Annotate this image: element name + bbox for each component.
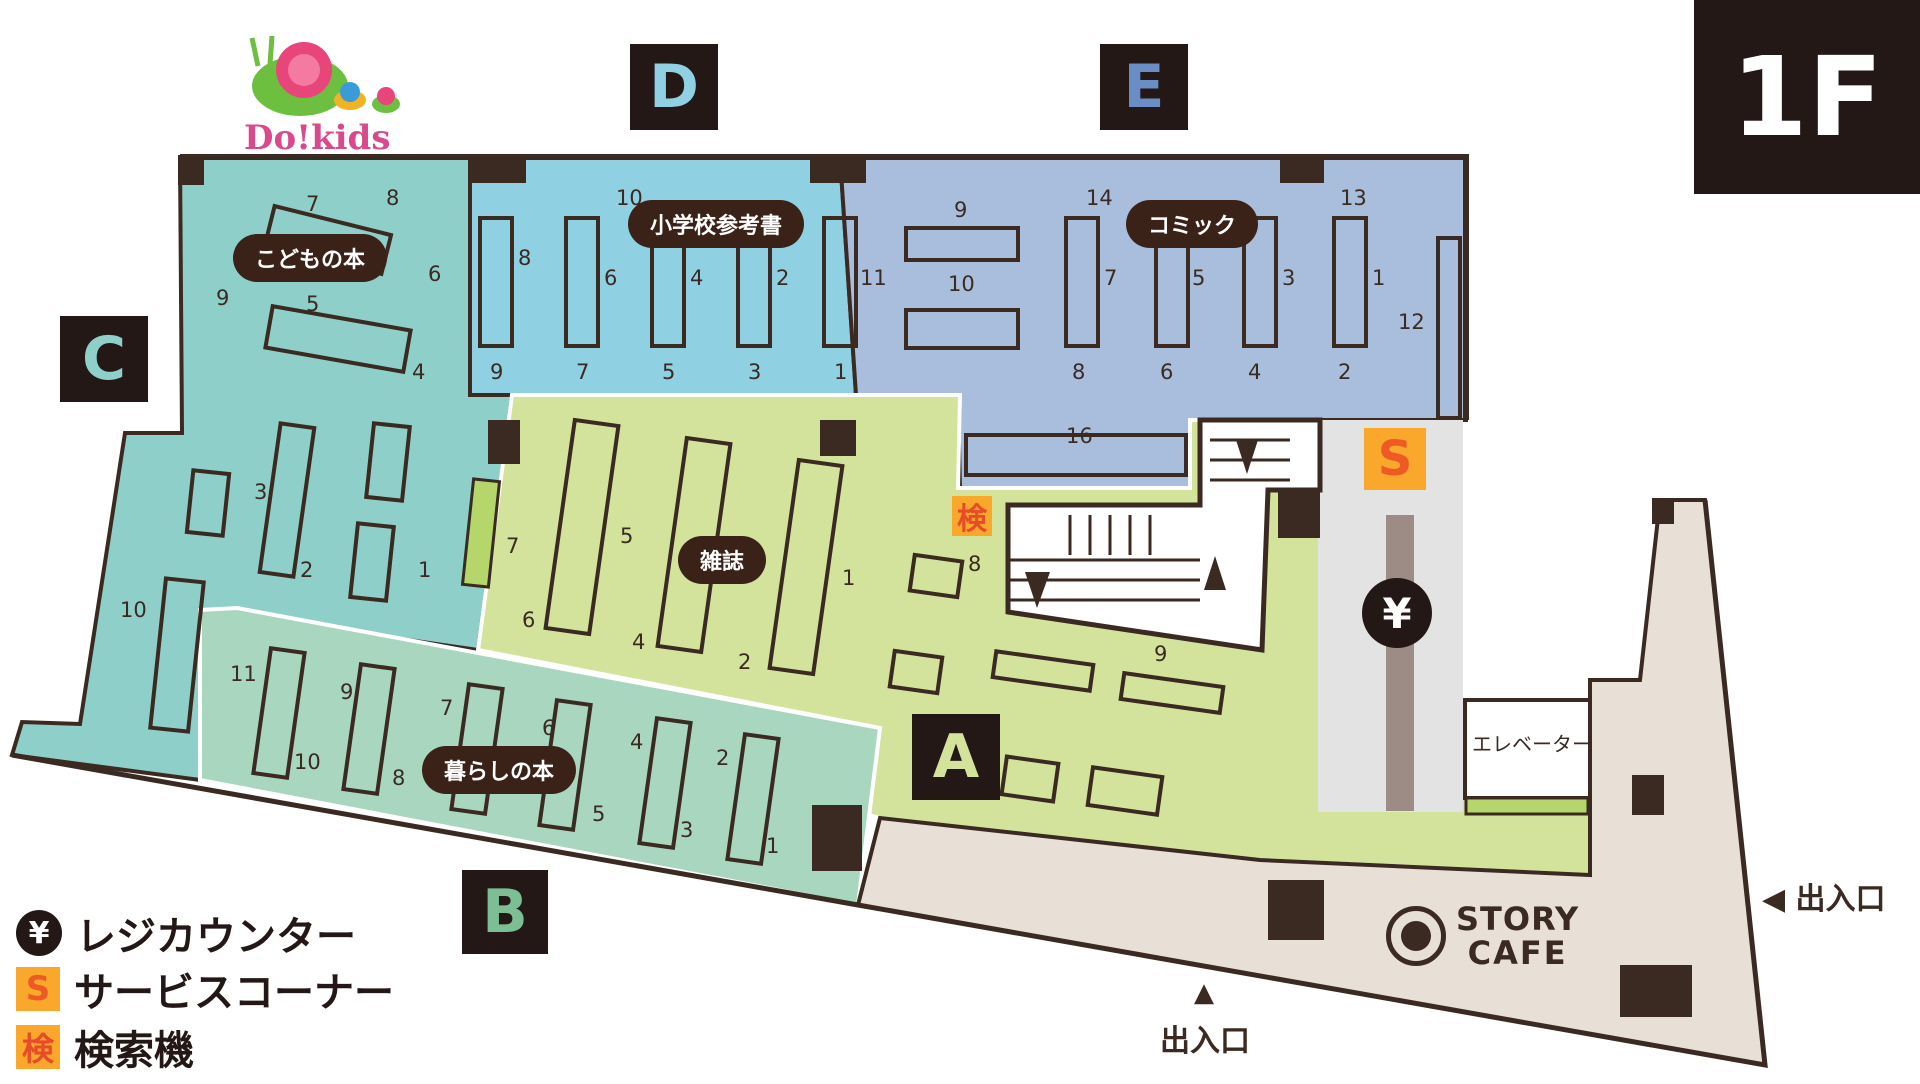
shelf-number: 9 <box>340 680 354 704</box>
dokids-logo: Do!kids <box>244 30 414 158</box>
shelf-number: 10 <box>294 750 321 774</box>
shelf-number: 9 <box>954 198 968 222</box>
shelf-number: 10 <box>120 598 147 622</box>
shelf-number: 3 <box>680 818 694 842</box>
shelf-number: 7 <box>506 534 520 558</box>
shelf-number: 4 <box>412 360 426 384</box>
legend-s-icon: S <box>16 967 60 1011</box>
shelf-number: 5 <box>662 360 676 384</box>
snail-icon <box>249 35 400 116</box>
shelf-number: 4 <box>632 630 646 654</box>
cafe-name-line1: STORY <box>1456 900 1580 938</box>
shelf-number: 5 <box>620 524 634 548</box>
section-label-d: D <box>630 44 718 130</box>
shelf-number: 3 <box>748 360 762 384</box>
legend-service: S サービスコーナー <box>16 960 394 1018</box>
shelf-number: 2 <box>300 558 314 582</box>
dokids-text: Do!kids <box>244 118 391 158</box>
legend-yen-icon: ¥ <box>16 910 62 956</box>
legend-register: ¥ レジカウンター <box>16 904 356 962</box>
floor-label: 1F <box>1694 0 1920 194</box>
section-label-a: A <box>912 714 1000 800</box>
shelf-number: 1 <box>418 558 432 582</box>
shelf-number: 8 <box>392 766 406 790</box>
genre-kodomo[interactable]: こどもの本 <box>233 234 388 282</box>
genre-comic[interactable]: コミック <box>1126 200 1259 248</box>
entrance-bottom-arrow-icon: ▲ <box>1194 978 1214 1008</box>
cafe-emblem-icon <box>1386 906 1446 966</box>
service-corner-icon[interactable]: S <box>1364 428 1426 490</box>
shelf-number: 2 <box>776 266 790 290</box>
section-label-e: E <box>1100 44 1188 130</box>
shelf-number: 6 <box>1160 360 1174 384</box>
green-counters <box>460 477 1590 816</box>
shelf-number: 12 <box>1398 310 1425 334</box>
legend-search: 検 検索機 <box>16 1018 194 1076</box>
section-label-c: C <box>60 316 148 402</box>
shelf-number: 1 <box>842 566 856 590</box>
stairs <box>1005 417 1323 653</box>
genre-zasshi[interactable]: 雑誌 <box>678 536 767 584</box>
cafe-name-line2: CAFE <box>1467 934 1568 972</box>
section-label-b: B <box>462 870 548 954</box>
shelf-number: 1 <box>834 360 848 384</box>
shelf-number: 7 <box>440 696 454 720</box>
shelf-number: 8 <box>968 552 982 576</box>
genre-kurashi[interactable]: 暮らしの本 <box>422 746 577 794</box>
shelf-number: 16 <box>1066 424 1093 448</box>
shelf-number: 8 <box>518 246 532 270</box>
shelf-number: 2 <box>1338 360 1352 384</box>
shelf-number: 10 <box>616 186 643 210</box>
shelf-number: 7 <box>1104 266 1118 290</box>
shelf-number: 6 <box>428 262 442 286</box>
legend-search-label: 検索機 <box>74 1028 194 1074</box>
shelf-number: 5 <box>592 802 606 826</box>
shelf-number: 2 <box>738 650 752 674</box>
shelf-number: 9 <box>216 286 230 310</box>
shelf-number: 11 <box>860 266 887 290</box>
shelf-number: 4 <box>630 730 644 754</box>
shelf-number: 4 <box>1248 360 1262 384</box>
top-wall <box>180 154 1469 420</box>
shelf-number: 1 <box>766 834 780 858</box>
shelf-number: 8 <box>1072 360 1086 384</box>
legend-ken-icon: 検 <box>16 1025 60 1069</box>
legend-service-label: サービスコーナー <box>74 970 394 1016</box>
story-cafe-logo: STORY CAFE <box>1386 902 1579 970</box>
shelf-number: 11 <box>230 662 257 686</box>
shelf-number: 14 <box>1086 186 1113 210</box>
entrance-bottom-label[interactable]: 出入口 <box>1160 1024 1250 1059</box>
entrance-right-label[interactable]: ◀ 出入口 <box>1762 882 1886 917</box>
shelf-number: 4 <box>690 266 704 290</box>
shelf-number: 9 <box>490 360 504 384</box>
register-icon[interactable]: ¥ <box>1362 578 1432 648</box>
genre-shogakko[interactable]: 小学校参考書 <box>628 200 805 248</box>
shelf-number: 13 <box>1340 186 1367 210</box>
shelf-number: 2 <box>716 746 730 770</box>
shelf-number: 5 <box>306 292 320 316</box>
shelf-number: 7 <box>306 192 320 216</box>
elevator-label: エレベーター <box>1472 732 1592 756</box>
search-terminal-icon[interactable]: 検 <box>952 496 992 537</box>
shelf-number: 10 <box>948 272 975 296</box>
outer-wall <box>11 499 1768 1069</box>
shelf-number: 7 <box>576 360 590 384</box>
shelf-number: 8 <box>386 186 400 210</box>
legend-register-label: レジカウンター <box>76 914 356 960</box>
shelf-number: 5 <box>1192 266 1206 290</box>
pillars <box>178 155 1692 1017</box>
shelf-number: 6 <box>522 608 536 632</box>
shelf-number: 3 <box>1282 266 1296 290</box>
shelf-number: 6 <box>604 266 618 290</box>
register-counter <box>1386 515 1414 811</box>
shelf-number: 6 <box>542 716 556 740</box>
shelf-number: 9 <box>1154 642 1168 666</box>
shelf-number: 3 <box>254 480 268 504</box>
shelf-number: 1 <box>1372 266 1386 290</box>
